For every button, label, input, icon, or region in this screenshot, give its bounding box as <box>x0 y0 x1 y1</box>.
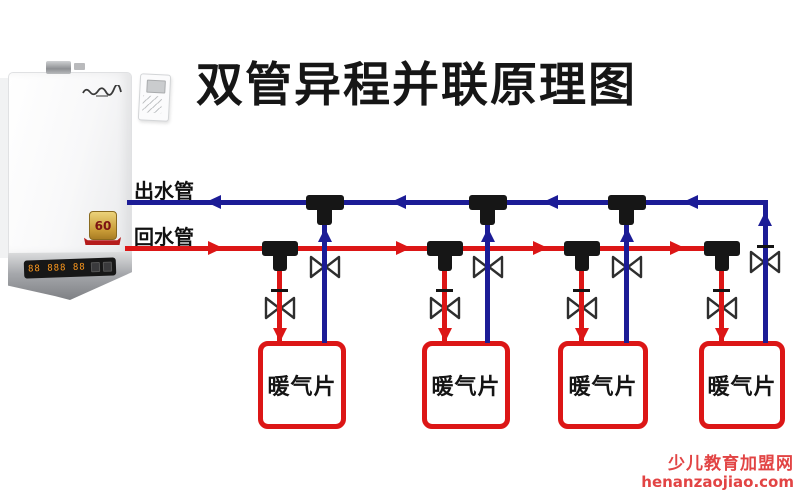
boiler-display: 88 888 88 <box>23 257 117 279</box>
radiator-label: 暖气片 <box>267 375 337 400</box>
flow-arrow-down-icon <box>273 328 287 342</box>
boiler-flue-pipe <box>46 61 71 74</box>
tee-fitting-icon <box>469 195 507 225</box>
watermark-site-url: henanzaojiao.com <box>641 472 794 491</box>
flow-arrow-right-icon <box>533 241 548 255</box>
boiler-award-badge: 60 <box>89 211 117 240</box>
valve-icon <box>429 296 461 320</box>
radiator-supply-drop <box>277 254 282 343</box>
radiator-supply-drop <box>579 254 584 343</box>
flow-arrow-right-icon <box>670 241 685 255</box>
valve-icon <box>611 255 643 279</box>
flow-arrow-left-icon <box>206 195 221 209</box>
diagram-title: 双管异程并联原理图 <box>196 58 637 113</box>
watermark: 少儿教育加盟网 henanzaojiao.com <box>641 455 794 490</box>
boiler-display-digits: 88 888 88 <box>27 262 86 275</box>
boiler-vent <box>74 63 85 70</box>
flow-arrow-up-icon <box>758 212 772 226</box>
union-tick-icon <box>436 289 453 292</box>
flow-arrow-down-icon <box>715 328 729 342</box>
boiler-badge-ribbon <box>84 237 121 245</box>
union-tick-icon <box>713 289 730 292</box>
thermostat-screen <box>146 79 166 94</box>
thermostat <box>137 73 172 122</box>
union-tick-icon <box>271 289 288 292</box>
return-pipe-label: 回水管 <box>134 225 194 249</box>
radiator-label: 暖气片 <box>431 375 501 400</box>
flow-arrow-up-icon <box>481 228 495 242</box>
wall-shadow <box>0 78 9 258</box>
flow-arrow-up-icon <box>620 228 634 242</box>
radiator-box: 暖气片 <box>558 341 648 429</box>
radiator-return-riser <box>485 210 490 343</box>
tee-fitting-icon <box>306 195 344 225</box>
flow-arrow-left-icon <box>683 195 698 209</box>
valve-icon <box>566 296 598 320</box>
tee-fitting-icon <box>704 241 740 271</box>
union-tick-icon <box>573 289 590 292</box>
flow-arrow-right-icon <box>208 241 223 255</box>
flow-arrow-right-icon <box>396 241 411 255</box>
flow-arrow-down-icon <box>575 328 589 342</box>
valve-icon <box>472 255 504 279</box>
union-tick-icon <box>757 245 774 248</box>
radiator-return-riser-end <box>763 200 768 343</box>
radiator-label: 暖气片 <box>707 375 777 400</box>
valve-icon <box>706 296 738 320</box>
tee-fitting-icon <box>262 241 298 271</box>
flow-arrow-down-icon <box>438 328 452 342</box>
radiator-supply-drop <box>442 254 447 343</box>
supply-pipe-label: 出水管 <box>134 179 194 203</box>
boiler-brand-logo <box>82 85 122 97</box>
radiator-box: 暖气片 <box>422 341 510 429</box>
thermostat-label-lines <box>142 95 163 114</box>
flow-arrow-left-icon <box>391 195 406 209</box>
radiator-return-riser <box>624 210 629 343</box>
tee-fitting-icon <box>564 241 600 271</box>
radiator-supply-drop <box>719 254 724 343</box>
supply-main-pipe <box>127 200 768 205</box>
tee-fitting-icon <box>427 241 463 271</box>
radiator-label: 暖气片 <box>568 375 638 400</box>
valve-icon <box>309 255 341 279</box>
tee-fitting-icon <box>608 195 646 225</box>
valve-icon <box>264 296 296 320</box>
radiator-box: 暖气片 <box>699 341 785 429</box>
radiator-box: 暖气片 <box>258 341 346 429</box>
flow-arrow-left-icon <box>543 195 558 209</box>
valve-icon <box>749 250 781 274</box>
flow-arrow-up-icon <box>318 228 332 242</box>
radiator-return-riser <box>322 210 327 343</box>
boiler-buttons <box>90 261 113 273</box>
watermark-site-name: 少儿教育加盟网 <box>668 454 794 474</box>
